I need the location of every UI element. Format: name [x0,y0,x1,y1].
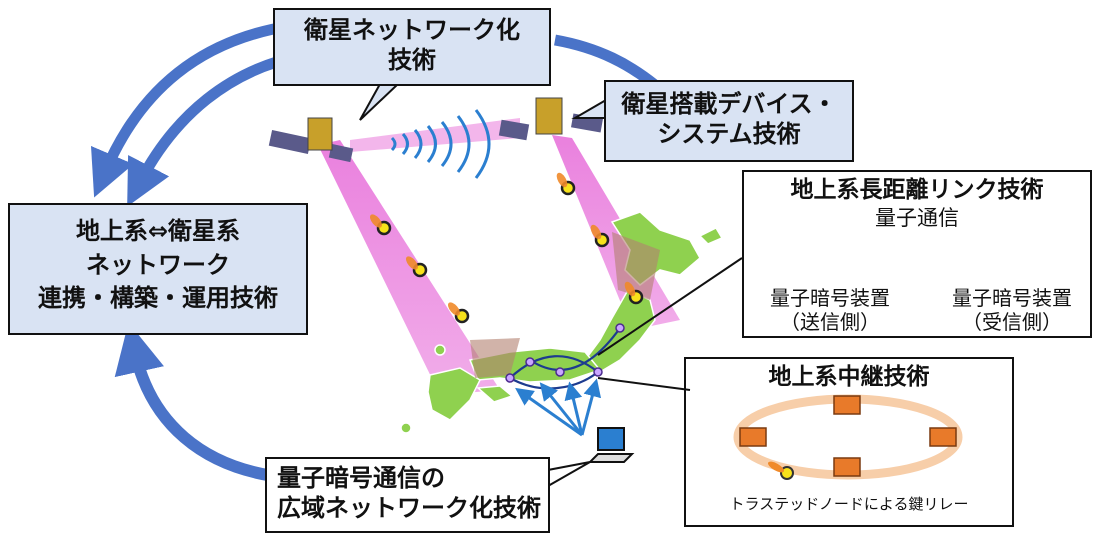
long-distance-link-box: 地上系長距離リンク技術 量子通信 量子暗号装置 （送信側） 量子暗号装置 （受信… [742,170,1092,338]
long-distance-link-subtitle: 量子通信 [875,205,959,230]
relay-box: 地上系中継技術 トラステッドノードによる鍵リレー [684,357,1014,527]
callout-wide-area: 量子暗号通信の 広域ネットワーク化技術 [265,457,550,533]
relay-title: 地上系中継技術 [768,364,930,390]
cycle-arrow-bottom-left [114,322,291,484]
laptop-links [515,378,602,437]
laptop-icon [587,427,635,463]
callout-satellite-network-line2: 技術 [388,46,436,74]
photon-trails [370,172,636,316]
sender-label: 量子暗号装置 （送信側） [750,286,910,334]
receiver-label-line1: 量子暗号装置 [952,286,1072,310]
callout-satellite-network: 衛星ネットワーク化 技術 [273,8,551,86]
callout-wide-area-line2: 広域ネットワーク化技術 [277,494,541,522]
beam-footprint-left [470,338,520,378]
sender-label-line2: （送信側） [780,310,880,334]
trusted-node-ring [733,394,963,480]
beam-left [318,140,500,395]
callout-onboard-device: 衛星搭載デバイス・ システム技術 [604,80,854,162]
callout-onboard-line2: システム技術 [657,120,801,148]
callout-pointer-onboard [571,98,607,119]
callout-ground-satellite-line3: 連携・構築・運用技術 [38,284,278,313]
callout-wide-area-line1: 量子暗号通信の [277,464,445,492]
callout-ground-satellite-line1: 地上系⇔衛星系 [75,217,241,245]
relay-caption: トラステッドノードによる鍵リレー [729,495,969,513]
receiver-label: 量子暗号装置 （受信側） [932,286,1092,334]
callout-satellite-network-line1: 衛星ネットワーク化 [304,16,520,44]
callout-ground-satellite: 地上系⇔衛星系 ネットワーク 連携・構築・運用技術 [8,203,308,335]
beam-footprint-right [612,232,660,300]
photons [376,180,644,324]
callout-connectors [597,257,743,391]
cycle-arrow-top-left [91,20,291,198]
callout-ground-satellite-line2: ネットワーク [86,250,230,279]
satellite-right-icon [498,97,603,141]
network-nodes [505,323,625,383]
callout-pointer-satellite-network [359,83,401,121]
sender-label-line1: 量子暗号装置 [770,286,890,310]
callout-pointer-wide-area [547,461,591,488]
callout-onboard-line1: 衛星搭載デバイス・ [621,90,837,118]
receiver-label-line2: （受信側） [962,310,1062,334]
satellite-left-icon [268,117,354,163]
signal-waves [390,109,491,179]
long-distance-link-title: 地上系長距離リンク技術 [790,177,1044,203]
cycle-arrow-top-right [554,34,659,90]
